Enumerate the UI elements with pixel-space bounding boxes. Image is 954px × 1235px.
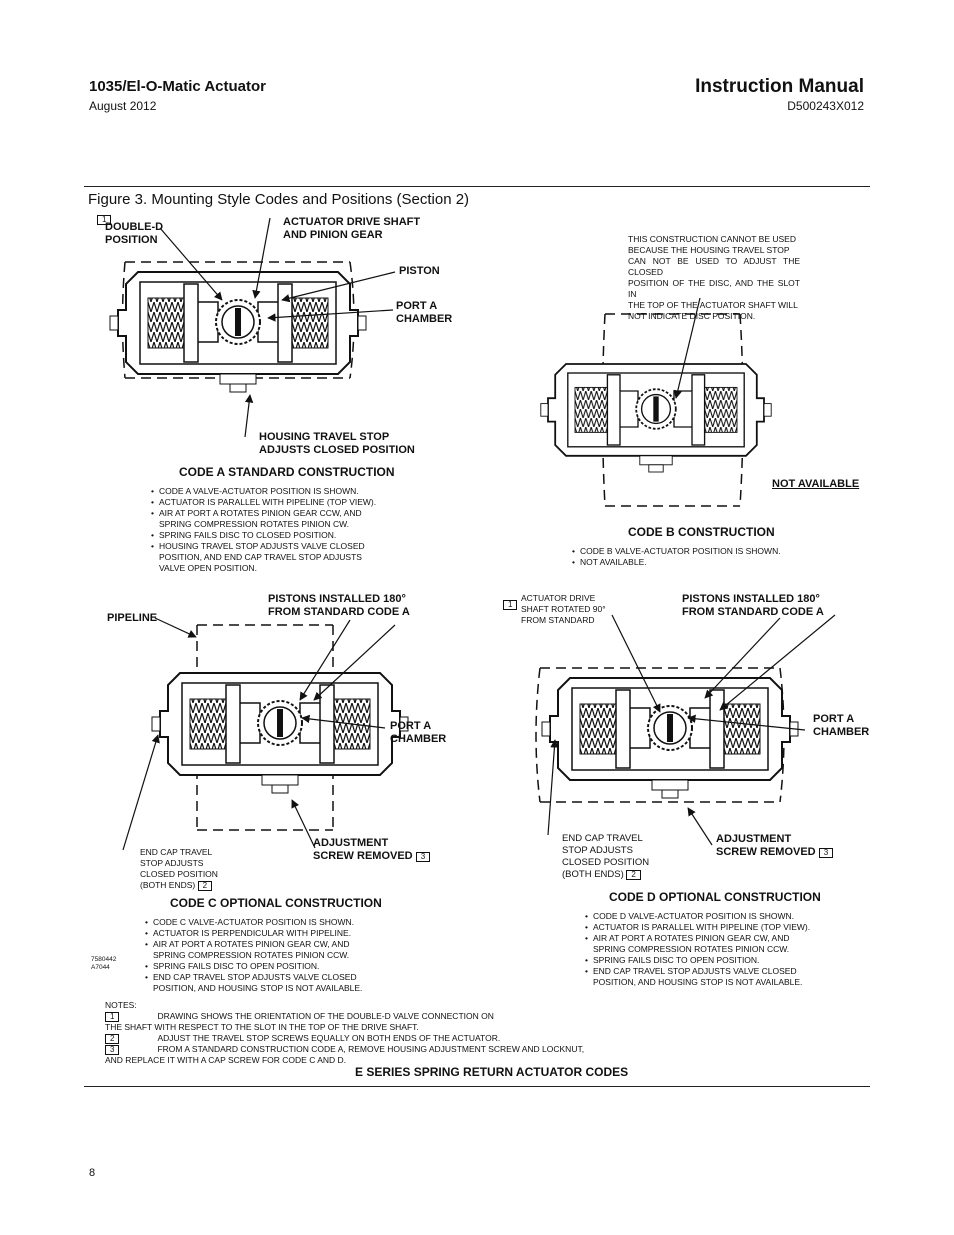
label-end-cap-travel-stop: END CAP TRAVEL STOP ADJUSTS CLOSED POSIT… xyxy=(562,833,650,880)
code-a-bullets: CODE A VALVE-ACTUATOR POSITION IS SHOWN.… xyxy=(151,486,376,574)
label-pistons-installed: PISTONS INSTALLED 180° FROM STANDARD COD… xyxy=(268,593,410,618)
note-marker: 1 xyxy=(105,1012,120,1022)
label-port-a-chamber: PORT A CHAMBER xyxy=(396,300,453,325)
list-item: ACTUATOR IS PARALLEL WITH PIPELINE (TOP … xyxy=(585,922,810,933)
code-b-bullets: CODE B VALVE-ACTUATOR POSITION IS SHOWN.… xyxy=(572,546,781,568)
list-item: ACTUATOR IS PERPENDICULAR WITH PIPELINE. xyxy=(145,928,362,939)
label-drive-shaft: ACTUATOR DRIVE SHAFT AND PINION GEAR xyxy=(283,216,421,241)
document-date: August 2012 xyxy=(89,99,157,113)
list-item: SPRING FAILS DISC TO OPEN POSITION. xyxy=(145,961,362,972)
code-a-marker: 1 xyxy=(97,209,112,227)
list-item: SPRING FAILS DISC TO OPEN POSITION. xyxy=(585,955,810,966)
list-item: ACTUATOR IS PARALLEL WITH PIPELINE (TOP … xyxy=(151,497,376,508)
drawing-id: 7580442 A7044 xyxy=(91,956,117,971)
bottom-rule xyxy=(84,1086,870,1087)
page-number: 8 xyxy=(89,1167,96,1179)
label-adjustment-screw-removed: ADJUSTMENT SCREW REMOVED 3 xyxy=(313,837,431,863)
code-b-drawing xyxy=(539,297,773,507)
label-pistons-installed: PISTONS INSTALLED 180° FROM STANDARD COD… xyxy=(682,593,824,618)
code-c-caption: CODE C OPTIONAL CONSTRUCTION xyxy=(170,896,382,910)
note-marker: 2 xyxy=(626,870,641,880)
list-item: AIR AT PORT A ROTATES PINION GEAR CW, AN… xyxy=(145,939,362,961)
footer-caption: E SERIES SPRING RETURN ACTUATOR CODES xyxy=(355,1065,629,1079)
code-a-drawing xyxy=(109,217,396,438)
label-housing-travel-stop: HOUSING TRAVEL STOP ADJUSTS CLOSED POSIT… xyxy=(259,431,415,456)
list-item: CODE C VALVE-ACTUATOR POSITION IS SHOWN. xyxy=(145,917,362,928)
label-pipeline: PIPELINE xyxy=(107,612,158,624)
code-b-note: THIS CONSTRUCTION CANNOT BE USED BECAUSE… xyxy=(628,234,800,321)
code-c-drawing xyxy=(122,617,409,851)
list-item: AIR AT PORT A ROTATES PINION GEAR CW, AN… xyxy=(585,933,810,955)
product-title: 1035/El-O-Matic Actuator xyxy=(89,78,266,95)
list-item: CODE B VALVE-ACTUATOR POSITION IS SHOWN. xyxy=(572,546,781,557)
list-item: NOT AVAILABLE. xyxy=(572,557,781,568)
label-end-cap-travel-stop: END CAP TRAVEL STOP ADJUSTS CLOSED POSIT… xyxy=(140,847,218,891)
manual-title: Instruction Manual xyxy=(695,76,864,97)
note-marker: 3 xyxy=(818,848,834,858)
code-c-bullets: CODE C VALVE-ACTUATOR POSITION IS SHOWN.… xyxy=(145,917,362,994)
label-piston: PISTON xyxy=(399,265,440,277)
note-marker: 2 xyxy=(197,881,213,891)
note-marker: 3 xyxy=(105,1045,120,1055)
label-port-a-chamber: PORT A CHAMBER xyxy=(390,720,447,745)
list-item: END CAP TRAVEL STOP ADJUSTS VALVE CLOSED… xyxy=(585,966,810,988)
code-d-bullets: CODE D VALVE-ACTUATOR POSITION IS SHOWN.… xyxy=(585,911,810,988)
note-marker: 2 xyxy=(105,1034,120,1044)
label-double-d-position: DOUBLE-D POSITION xyxy=(105,221,164,246)
document-number: D500243X012 xyxy=(787,99,864,113)
figure-title: Figure 3. Mounting Style Codes and Posit… xyxy=(88,191,470,208)
code-d-marker: 1 xyxy=(503,594,518,612)
top-rule xyxy=(84,186,870,187)
label-adjustment-screw-removed: ADJUSTMENT SCREW REMOVED 3 xyxy=(716,833,834,859)
list-item: SPRING FAILS DISC TO CLOSED POSITION. xyxy=(151,530,376,541)
label-shaft-rotated: ACTUATOR DRIVE SHAFT ROTATED 90° FROM ST… xyxy=(521,593,606,625)
code-d-drawing xyxy=(535,614,836,846)
list-item: HOUSING TRAVEL STOP ADJUSTS VALVE CLOSED… xyxy=(151,541,376,574)
notes-heading: NOTES: xyxy=(105,1000,137,1010)
label-not-available: NOT AVAILABLE xyxy=(772,478,860,490)
label-port-a-chamber: PORT A CHAMBER xyxy=(813,713,870,738)
code-b-caption: CODE B CONSTRUCTION xyxy=(628,525,775,539)
note-marker: 3 xyxy=(415,852,431,862)
list-item: AIR AT PORT A ROTATES PINION GEAR CCW, A… xyxy=(151,508,376,530)
list-item: CODE A VALVE-ACTUATOR POSITION IS SHOWN. xyxy=(151,486,376,497)
list-item: END CAP TRAVEL STOP ADJUSTS VALVE CLOSED… xyxy=(145,972,362,994)
list-item: CODE D VALVE-ACTUATOR POSITION IS SHOWN. xyxy=(585,911,810,922)
code-a-caption: CODE A STANDARD CONSTRUCTION xyxy=(179,465,395,479)
code-d-caption: CODE D OPTIONAL CONSTRUCTION xyxy=(609,890,821,904)
